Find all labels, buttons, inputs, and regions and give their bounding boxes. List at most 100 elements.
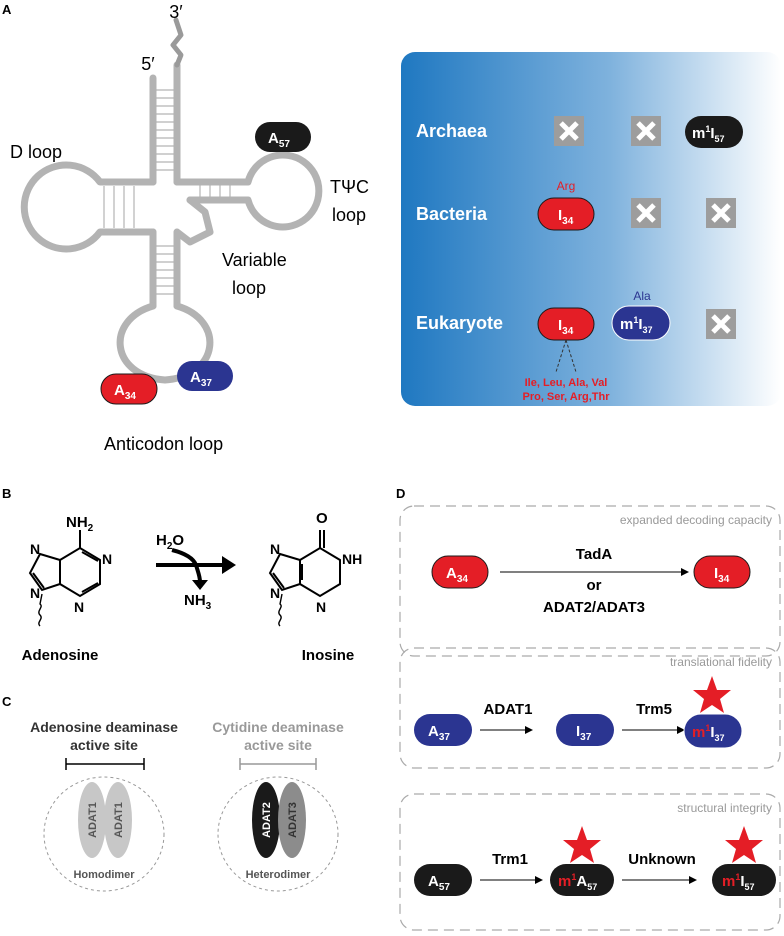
- i34-sub: 34: [718, 574, 730, 585]
- a37-pill: A37: [177, 361, 233, 391]
- unknown-label: Unknown: [628, 851, 696, 868]
- svg-text:I34: I34: [714, 565, 730, 585]
- i34-base: I: [558, 317, 562, 334]
- n-label: N: [316, 599, 326, 615]
- m1i37-sup: 1: [633, 315, 638, 325]
- a34-sub: 34: [457, 574, 469, 585]
- n-label: N: [30, 541, 40, 557]
- variable-loop-label-line2: loop: [232, 278, 266, 298]
- twc-loop-label-line1: TΨC: [330, 177, 369, 197]
- homodimer: ADAT1 ADAT1 Homodimer: [43, 776, 165, 892]
- m1i57-pill-d: m1I57: [712, 864, 776, 896]
- svg-text:NH2: NH2: [66, 514, 94, 534]
- nh3-sub: 3: [206, 601, 212, 612]
- a57-pill-d: A57: [414, 864, 472, 896]
- i34-base: I: [558, 207, 562, 224]
- svg-text:m1A57: m1A57: [558, 872, 597, 892]
- i34-sub: 34: [562, 326, 574, 337]
- a37-sub: 37: [439, 732, 451, 743]
- integrity-box: [399, 793, 781, 931]
- m1a57-base: A: [576, 873, 587, 890]
- svg-text:NH3: NH3: [184, 592, 212, 612]
- a57-base: A: [428, 873, 439, 890]
- svg-text:m1I37: m1I37: [620, 315, 653, 335]
- adat3-label: ADAT3: [287, 802, 299, 838]
- euk-aa-line2: Pro, Ser, Arg,Thr: [522, 391, 610, 403]
- heterodimer-label: Heterodimer: [246, 869, 312, 881]
- a37-base: A: [190, 369, 201, 386]
- m1i37-sub: 37: [643, 325, 653, 335]
- adat1-label: ADAT1: [87, 802, 99, 838]
- panel-label-c: C: [2, 694, 12, 709]
- trna-cloverleaf: [20, 17, 323, 384]
- a37-sub: 37: [201, 378, 213, 389]
- cytidine-deaminase-line2: active site: [244, 737, 312, 753]
- cross-icon: [631, 116, 661, 146]
- svg-text:I34: I34: [558, 207, 574, 227]
- o-label: O: [316, 510, 328, 527]
- m1i57-base: I: [710, 125, 714, 142]
- archaea-label: Archaea: [416, 121, 488, 141]
- svg-text:A34: A34: [446, 565, 468, 585]
- m1i57-sup: 1: [705, 124, 710, 134]
- svg-text:m1I37: m1I37: [692, 723, 725, 743]
- nh2-label: NH: [66, 514, 88, 531]
- adat2-adat3-label: ADAT2/ADAT3: [543, 599, 645, 616]
- tada-label: TadA: [576, 546, 613, 563]
- cross-icon: [706, 309, 736, 339]
- a37-base: A: [428, 723, 439, 740]
- star-icon: [725, 826, 763, 863]
- m1i57-base: I: [740, 873, 744, 890]
- svg-text:A34: A34: [114, 382, 136, 402]
- i34-sub: 34: [562, 216, 574, 227]
- h2o-sub: 2: [167, 541, 173, 552]
- inosine-label: Inosine: [302, 647, 355, 664]
- heterodimer: ADAT2 ADAT3 Heterodimer: [217, 776, 339, 892]
- inosine-structure: [268, 530, 341, 627]
- adenosine-label: Adenosine: [22, 647, 99, 664]
- m1i57-sub: 57: [715, 134, 725, 144]
- trm5-label: Trm5: [636, 701, 672, 718]
- svg-text:m1I57: m1I57: [692, 124, 725, 144]
- a34-sub: 34: [125, 391, 137, 402]
- n-label: N: [30, 585, 40, 601]
- ala-label: Ala: [633, 289, 651, 303]
- m1a57-sup: 1: [571, 872, 576, 882]
- a34-pill: A34: [100, 373, 158, 405]
- nh-label: NH: [342, 551, 362, 567]
- m1i57-prefix: m: [722, 873, 735, 890]
- adenosine-active-site-bar: [65, 758, 145, 770]
- i34-pill-d: I34: [693, 555, 751, 589]
- a37-pill-d: A37: [414, 714, 472, 746]
- panel-label-a: A: [2, 2, 12, 17]
- a57-pill: A57: [255, 122, 311, 152]
- decoding-caption: expanded decoding capacity: [620, 513, 772, 527]
- cross-icon: [631, 198, 661, 228]
- star-icon: [693, 676, 731, 713]
- h2o-h: H: [156, 532, 167, 549]
- decoding-box: [399, 505, 781, 657]
- domains-box: Archaea Bacteria Eukaryote m1I57 Arg I34: [401, 52, 781, 406]
- a34-base: A: [114, 382, 125, 399]
- anticodon-loop-label: Anticodon loop: [104, 434, 223, 454]
- bacteria-label: Bacteria: [416, 204, 488, 224]
- m1i37-base: I: [710, 724, 714, 741]
- svg-text:I34: I34: [558, 317, 574, 337]
- eukaryote-label: Eukaryote: [416, 313, 503, 333]
- a34-base: A: [446, 565, 457, 582]
- homodimer-label: Homodimer: [73, 869, 135, 881]
- reaction-arrow: [156, 548, 236, 590]
- i37-sub: 37: [580, 732, 592, 743]
- star-icon: [563, 826, 601, 863]
- m1i57-sub: 57: [745, 882, 755, 892]
- adat1-step-label: ADAT1: [484, 701, 533, 718]
- arg-label: Arg: [557, 179, 576, 193]
- svg-text:m1I57: m1I57: [722, 872, 755, 892]
- i37-pill-d: I37: [556, 714, 614, 746]
- a34-pill-d: A34: [431, 555, 489, 589]
- m1i37-prefix: m: [692, 724, 705, 741]
- i34-base: I: [714, 565, 718, 582]
- panel-label-d: D: [396, 486, 405, 501]
- m1a57-pill-d: m1A57: [550, 864, 614, 896]
- d-loop-label: D loop: [10, 142, 62, 162]
